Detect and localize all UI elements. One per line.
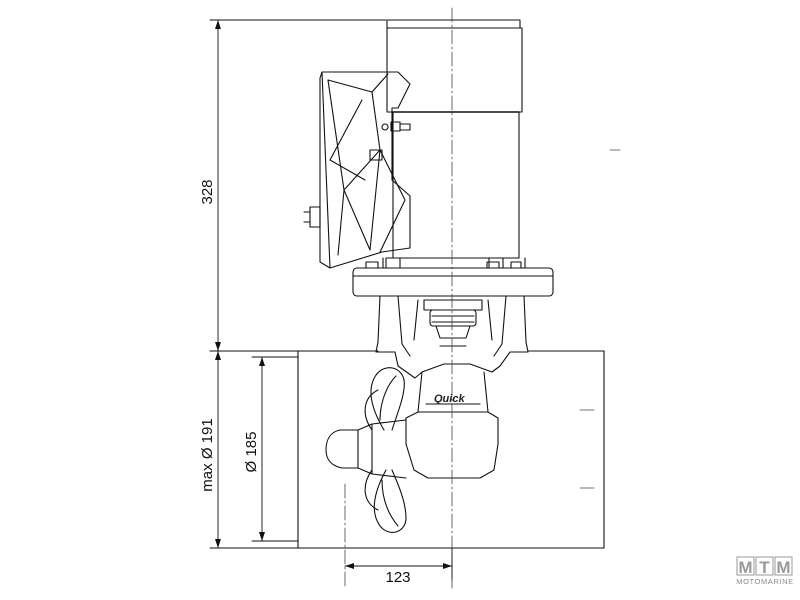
dim-max-diameter-label: max Ø 191 xyxy=(199,418,216,491)
brand-label: Quick xyxy=(434,393,465,405)
propeller-hub xyxy=(325,419,407,479)
mounting-flange xyxy=(352,261,554,297)
electric-motor xyxy=(369,19,526,269)
solenoid-box xyxy=(303,71,411,269)
motomarine-logo: M T M MOTOMARINE xyxy=(736,556,794,586)
logo-letter-3: M xyxy=(776,558,790,577)
tunnel-outline xyxy=(297,350,605,549)
dim-height-label: 328 xyxy=(199,179,216,204)
propeller-blades xyxy=(364,367,407,533)
dim-offset-label: 123 xyxy=(385,569,410,586)
logo-letter-2: T xyxy=(759,558,770,577)
center-lines xyxy=(344,7,621,589)
gear-leg-housing xyxy=(375,295,529,479)
dimension-lines xyxy=(209,19,453,581)
logo-letter-1: M xyxy=(738,558,752,577)
dim-diameter-label: Ø 185 xyxy=(243,432,260,473)
logo-subtitle: MOTOMARINE xyxy=(736,577,794,586)
dimension-arrows xyxy=(215,20,452,569)
